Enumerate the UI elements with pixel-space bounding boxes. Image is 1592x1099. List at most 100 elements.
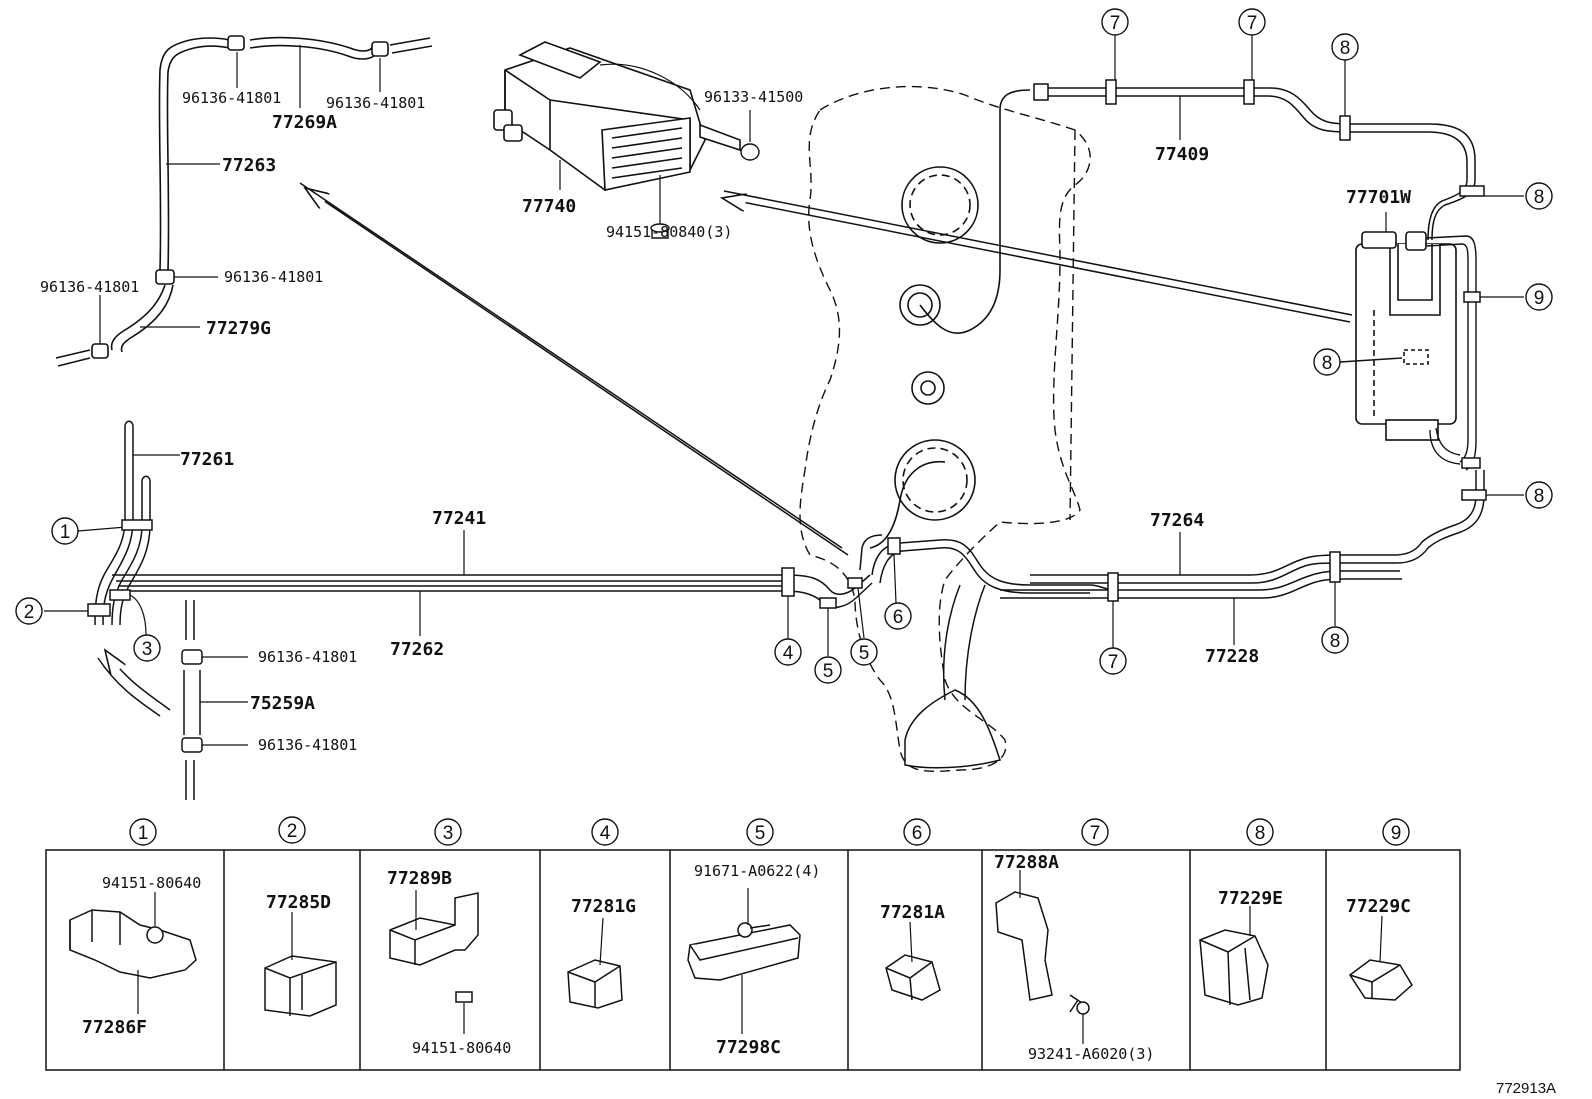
hose-75259a-leaders — [200, 656, 248, 746]
canister-77740-bolt — [650, 143, 760, 239]
callout-8-right-upper-text: 8 — [1534, 187, 1545, 208]
hose-75259a-clamps — [181, 649, 203, 753]
legend-5-part: 77298C — [716, 1037, 781, 1058]
legend-labels: 94151-80640 77286F 77285D 77289B 94151-8… — [82, 852, 1411, 1063]
part-label-77263: 77263 — [222, 155, 276, 176]
bolt-label-94151: 94151-80840(3) — [606, 223, 732, 241]
callout-6-center — [884, 602, 912, 630]
callout-3-left — [133, 634, 161, 662]
callout-7-top-b-text: 7 — [1247, 13, 1258, 34]
legend-num-5: 5 — [755, 823, 766, 844]
fuel-tank-ports — [869, 89, 1031, 549]
upper-right-leaders — [1114, 35, 1524, 232]
part-label-77264: 77264 — [1150, 510, 1204, 531]
part-label-77228: 77228 — [1205, 646, 1259, 667]
clamp-label-3: 96136-41801 — [224, 268, 323, 286]
callout-8-top — [1331, 33, 1359, 61]
clamp-label-1: 96136-41801 — [182, 89, 281, 107]
legend-1-bolt: 94151-80640 — [102, 874, 201, 892]
tube-77409-clips — [1033, 79, 1485, 197]
callout-5b-center-text: 5 — [859, 643, 870, 664]
legend-num-1: 1 — [138, 823, 149, 844]
clamp-label-96133: 96133-41500 — [704, 88, 803, 106]
callout-8-right-upper — [1525, 182, 1553, 210]
legend-5-bolt: 91671-A0622(4) — [694, 862, 820, 880]
callout-1-left-text: 1 — [60, 522, 71, 543]
legend-header-numbers: 1 2 3 4 5 6 7 8 9 — [138, 821, 1402, 844]
callout-5b-center — [850, 638, 878, 666]
callout-7-bottom — [1099, 647, 1127, 675]
canister-77701w-clips — [1461, 291, 1481, 469]
part-label-77261: 77261 — [180, 449, 234, 470]
part-label-77269a: 77269A — [272, 112, 337, 133]
clamp-label-6: 96136-41801 — [258, 736, 357, 754]
legend-8-part: 77229E — [1218, 888, 1283, 909]
callout-7-top-b — [1238, 8, 1266, 36]
legend-3-bolt: 94151-80640 — [412, 1039, 511, 1057]
charcoal-canister-77740 — [493, 41, 741, 191]
callout-9-right — [1525, 283, 1553, 311]
legend-num-4: 4 — [600, 823, 611, 844]
legend-2-part: 77285D — [266, 892, 331, 913]
part-label-77241: 77241 — [432, 508, 486, 529]
pointer-arrows — [97, 182, 1353, 717]
legend-7-part: 77288A — [994, 852, 1059, 873]
legend-9-part: 77229C — [1346, 896, 1411, 917]
charcoal-canister-77701w — [1355, 231, 1457, 441]
legend-4-part: 77281G — [571, 896, 636, 917]
diagram-code: 772913A — [1496, 1080, 1556, 1097]
legend-num-9: 9 — [1391, 823, 1402, 844]
hose-77261-clamps — [87, 519, 153, 617]
legend-leaders — [137, 870, 1383, 1044]
callout-8-bottom — [1321, 626, 1349, 654]
legend-6-part: 77281A — [880, 902, 945, 923]
callouts — [15, 8, 1553, 684]
hose-75259a — [183, 600, 201, 800]
legend-header-circles — [129, 816, 1410, 846]
tubes-77241-77262 — [112, 574, 785, 592]
tube-77409 — [1040, 87, 1476, 241]
callout-3-left-text: 3 — [142, 639, 153, 660]
upper-left-hoses — [55, 36, 433, 367]
legend-num-2: 2 — [287, 821, 298, 842]
legend-table — [45, 849, 1461, 1071]
long-tube-leaders — [419, 530, 465, 636]
legend-num-8: 8 — [1255, 823, 1266, 844]
callout-2-left-text: 2 — [24, 602, 35, 623]
callout-8-right-mid — [1313, 348, 1341, 376]
part-label-77279g: 77279G — [206, 318, 271, 339]
callout-8-right-mid-text: 8 — [1322, 353, 1333, 374]
callout-4-center-text: 4 — [783, 643, 794, 664]
callout-7-top-a — [1101, 8, 1129, 36]
part-label-77740: 77740 — [522, 196, 576, 217]
legend-num-6: 6 — [912, 823, 923, 844]
fuel-tank-outline — [799, 85, 1091, 772]
callout-8-right-lower — [1525, 481, 1553, 509]
legend-part-drawings — [69, 891, 1413, 1017]
callout-numbers: 1 2 3 4 5 5 6 7 8 8 9 8 8 7 7 8 — [24, 13, 1545, 682]
filler-hose-area — [904, 584, 1001, 769]
part-label-77701w: 77701W — [1346, 187, 1411, 208]
legend-7-bolt: 93241-A6020(3) — [1028, 1045, 1154, 1063]
callout-8-bottom-text: 8 — [1330, 631, 1341, 652]
canister-77740-leaders — [559, 63, 751, 225]
callout-4-center — [774, 638, 802, 666]
callout-7-bottom-text: 7 — [1108, 652, 1119, 673]
upper-left-clamps — [91, 35, 389, 359]
lower-right-leaders — [44, 494, 1524, 656]
clamp-label-5: 96136-41801 — [258, 648, 357, 666]
part-label-77409: 77409 — [1155, 144, 1209, 165]
part-label-77262: 77262 — [390, 639, 444, 660]
upper-left-leaders — [99, 45, 381, 344]
legend-num-7: 7 — [1090, 823, 1101, 844]
callout-9-right-text: 9 — [1534, 288, 1545, 309]
callout-2-left — [15, 597, 43, 625]
callout-5a-center-text: 5 — [823, 661, 834, 682]
legend-3-part: 77289B — [387, 868, 452, 889]
legend-1-part: 77286F — [82, 1017, 147, 1038]
clamp-label-4: 96136-41801 — [40, 278, 139, 296]
callout-6-center-text: 6 — [893, 607, 904, 628]
legend-num-3: 3 — [443, 823, 454, 844]
callout-5a-center — [814, 656, 842, 684]
